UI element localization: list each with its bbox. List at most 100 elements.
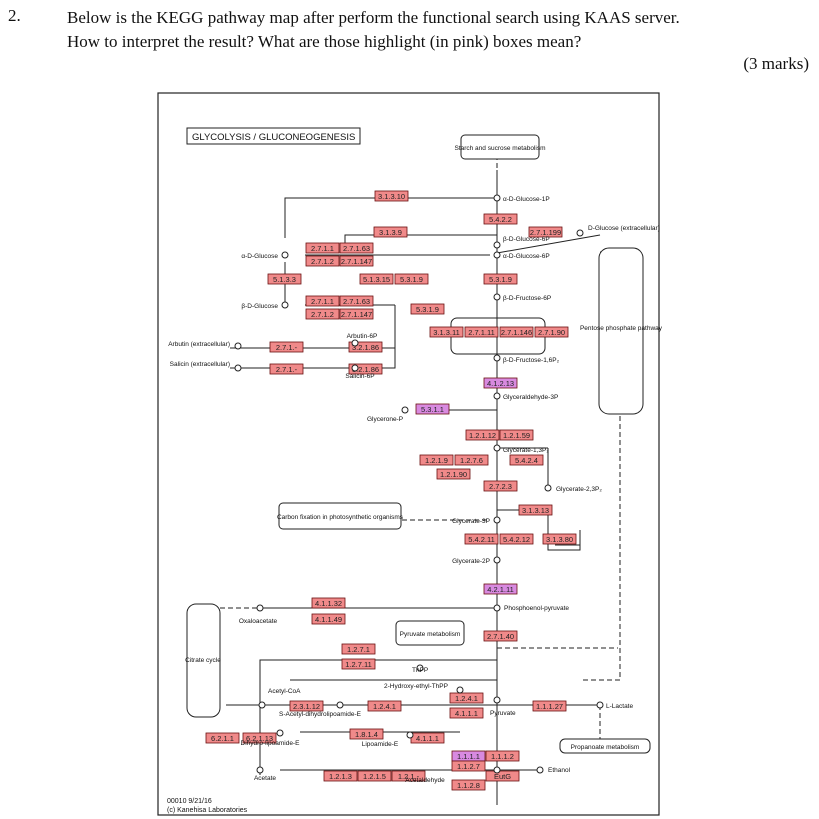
enzyme-box[interactable] <box>205 732 240 744</box>
enzyme-box[interactable] <box>367 700 402 712</box>
enzyme-box[interactable] <box>267 273 302 285</box>
compound-node[interactable] <box>336 701 344 709</box>
compound-node[interactable] <box>401 406 409 414</box>
map-footer-id: 00010 9/21/16 <box>167 798 212 805</box>
enzyme-box[interactable] <box>451 779 486 791</box>
compound-node[interactable] <box>493 293 501 301</box>
enzyme-box[interactable] <box>534 326 569 338</box>
enzyme-box-highlighted[interactable] <box>483 377 518 389</box>
enzyme-box[interactable] <box>305 255 340 267</box>
enzyme-box[interactable] <box>483 480 518 492</box>
enzyme-box[interactable] <box>499 326 534 338</box>
enzyme-label: 1.1.1.1 <box>457 752 480 761</box>
enzyme-box[interactable] <box>339 242 374 254</box>
enzyme-box[interactable] <box>542 533 577 545</box>
enzyme-box[interactable] <box>311 597 346 609</box>
compound-node[interactable] <box>493 241 501 249</box>
enzyme-box[interactable] <box>483 213 518 225</box>
enzyme-box[interactable] <box>509 454 544 466</box>
enzyme-box[interactable] <box>465 429 500 441</box>
enzyme-box[interactable] <box>499 429 534 441</box>
compound-node[interactable] <box>351 364 359 372</box>
enzyme-label: 6.2.1.1 <box>211 734 234 743</box>
enzyme-box[interactable] <box>528 226 563 238</box>
enzyme-box[interactable] <box>485 750 520 762</box>
enzyme-box[interactable] <box>518 504 553 516</box>
compound-node[interactable] <box>576 229 584 237</box>
enzyme-box[interactable] <box>348 341 383 353</box>
enzyme-box[interactable] <box>394 273 429 285</box>
enzyme-box[interactable] <box>410 303 445 315</box>
enzyme-box[interactable] <box>339 295 374 307</box>
enzyme-label: 3.1.3.11 <box>433 328 460 337</box>
compound-node[interactable] <box>544 484 552 492</box>
enzyme-box[interactable] <box>289 700 324 712</box>
compound-node[interactable] <box>281 251 289 259</box>
compound-node[interactable] <box>493 556 501 564</box>
enzyme-box[interactable] <box>449 707 484 719</box>
enzyme-box[interactable] <box>359 273 394 285</box>
enzyme-box[interactable] <box>349 728 384 740</box>
compound-node[interactable] <box>493 354 501 362</box>
enzyme-label: 5.1.3.15 <box>363 275 390 284</box>
compound-node[interactable] <box>258 701 266 709</box>
enzyme-box[interactable] <box>464 326 499 338</box>
enzyme-box[interactable] <box>242 732 277 744</box>
enzyme-box-highlighted[interactable] <box>415 403 450 415</box>
enzyme-box[interactable] <box>323 770 358 782</box>
enzyme-label: 4.1.1.1 <box>455 709 478 718</box>
enzyme-box[interactable] <box>436 468 471 480</box>
enzyme-box[interactable] <box>483 273 518 285</box>
compound-node[interactable] <box>493 251 501 259</box>
enzyme-box[interactable] <box>373 226 408 238</box>
enzyme-box[interactable] <box>339 308 374 320</box>
compound-node[interactable] <box>493 516 501 524</box>
enzyme-label: 2.7.1.2 <box>311 257 334 266</box>
compound-node[interactable] <box>493 766 501 774</box>
enzyme-box[interactable] <box>483 630 518 642</box>
compound-label: α-D-Glucose-6P <box>503 253 550 260</box>
enzyme-box[interactable] <box>464 533 499 545</box>
enzyme-box[interactable] <box>311 613 346 625</box>
compound-label: Salicin-6P <box>345 373 374 380</box>
enzyme-box[interactable] <box>449 692 484 704</box>
compound-node[interactable] <box>351 339 359 347</box>
enzyme-box[interactable] <box>269 341 304 353</box>
compound-node[interactable] <box>536 766 544 774</box>
enzyme-box[interactable] <box>374 190 409 202</box>
enzyme-box[interactable] <box>419 454 454 466</box>
compound-node[interactable] <box>256 766 264 774</box>
compound-node[interactable] <box>596 701 604 709</box>
compound-node[interactable] <box>234 364 242 372</box>
enzyme-box[interactable] <box>454 454 489 466</box>
enzyme-box[interactable] <box>451 760 486 772</box>
compound-node[interactable] <box>416 664 424 672</box>
enzyme-box[interactable] <box>357 770 392 782</box>
compound-node[interactable] <box>493 444 501 452</box>
compound-label: Glycerate-3P <box>452 518 490 525</box>
enzyme-box[interactable] <box>305 295 340 307</box>
enzyme-box[interactable] <box>305 242 340 254</box>
enzyme-box[interactable] <box>391 770 426 782</box>
compound-node[interactable] <box>276 729 284 737</box>
compound-node[interactable] <box>493 604 501 612</box>
enzyme-box[interactable] <box>269 363 304 375</box>
compound-node[interactable] <box>406 731 414 739</box>
enzyme-box[interactable] <box>341 643 376 655</box>
enzyme-box[interactable] <box>348 363 383 375</box>
compound-node[interactable] <box>281 301 289 309</box>
enzyme-box[interactable] <box>532 700 567 712</box>
compound-node[interactable] <box>493 696 501 704</box>
enzyme-box[interactable] <box>305 308 340 320</box>
enzyme-box[interactable] <box>339 255 374 267</box>
compound-node[interactable] <box>234 342 242 350</box>
compound-node[interactable] <box>456 686 464 694</box>
compound-node[interactable] <box>256 604 264 612</box>
compound-node[interactable] <box>493 194 501 202</box>
enzyme-box[interactable] <box>499 533 534 545</box>
compound-node[interactable] <box>493 392 501 400</box>
enzyme-box[interactable] <box>485 770 520 782</box>
enzyme-box[interactable] <box>429 326 464 338</box>
enzyme-box[interactable] <box>341 658 376 670</box>
enzyme-box-highlighted[interactable] <box>483 583 518 595</box>
